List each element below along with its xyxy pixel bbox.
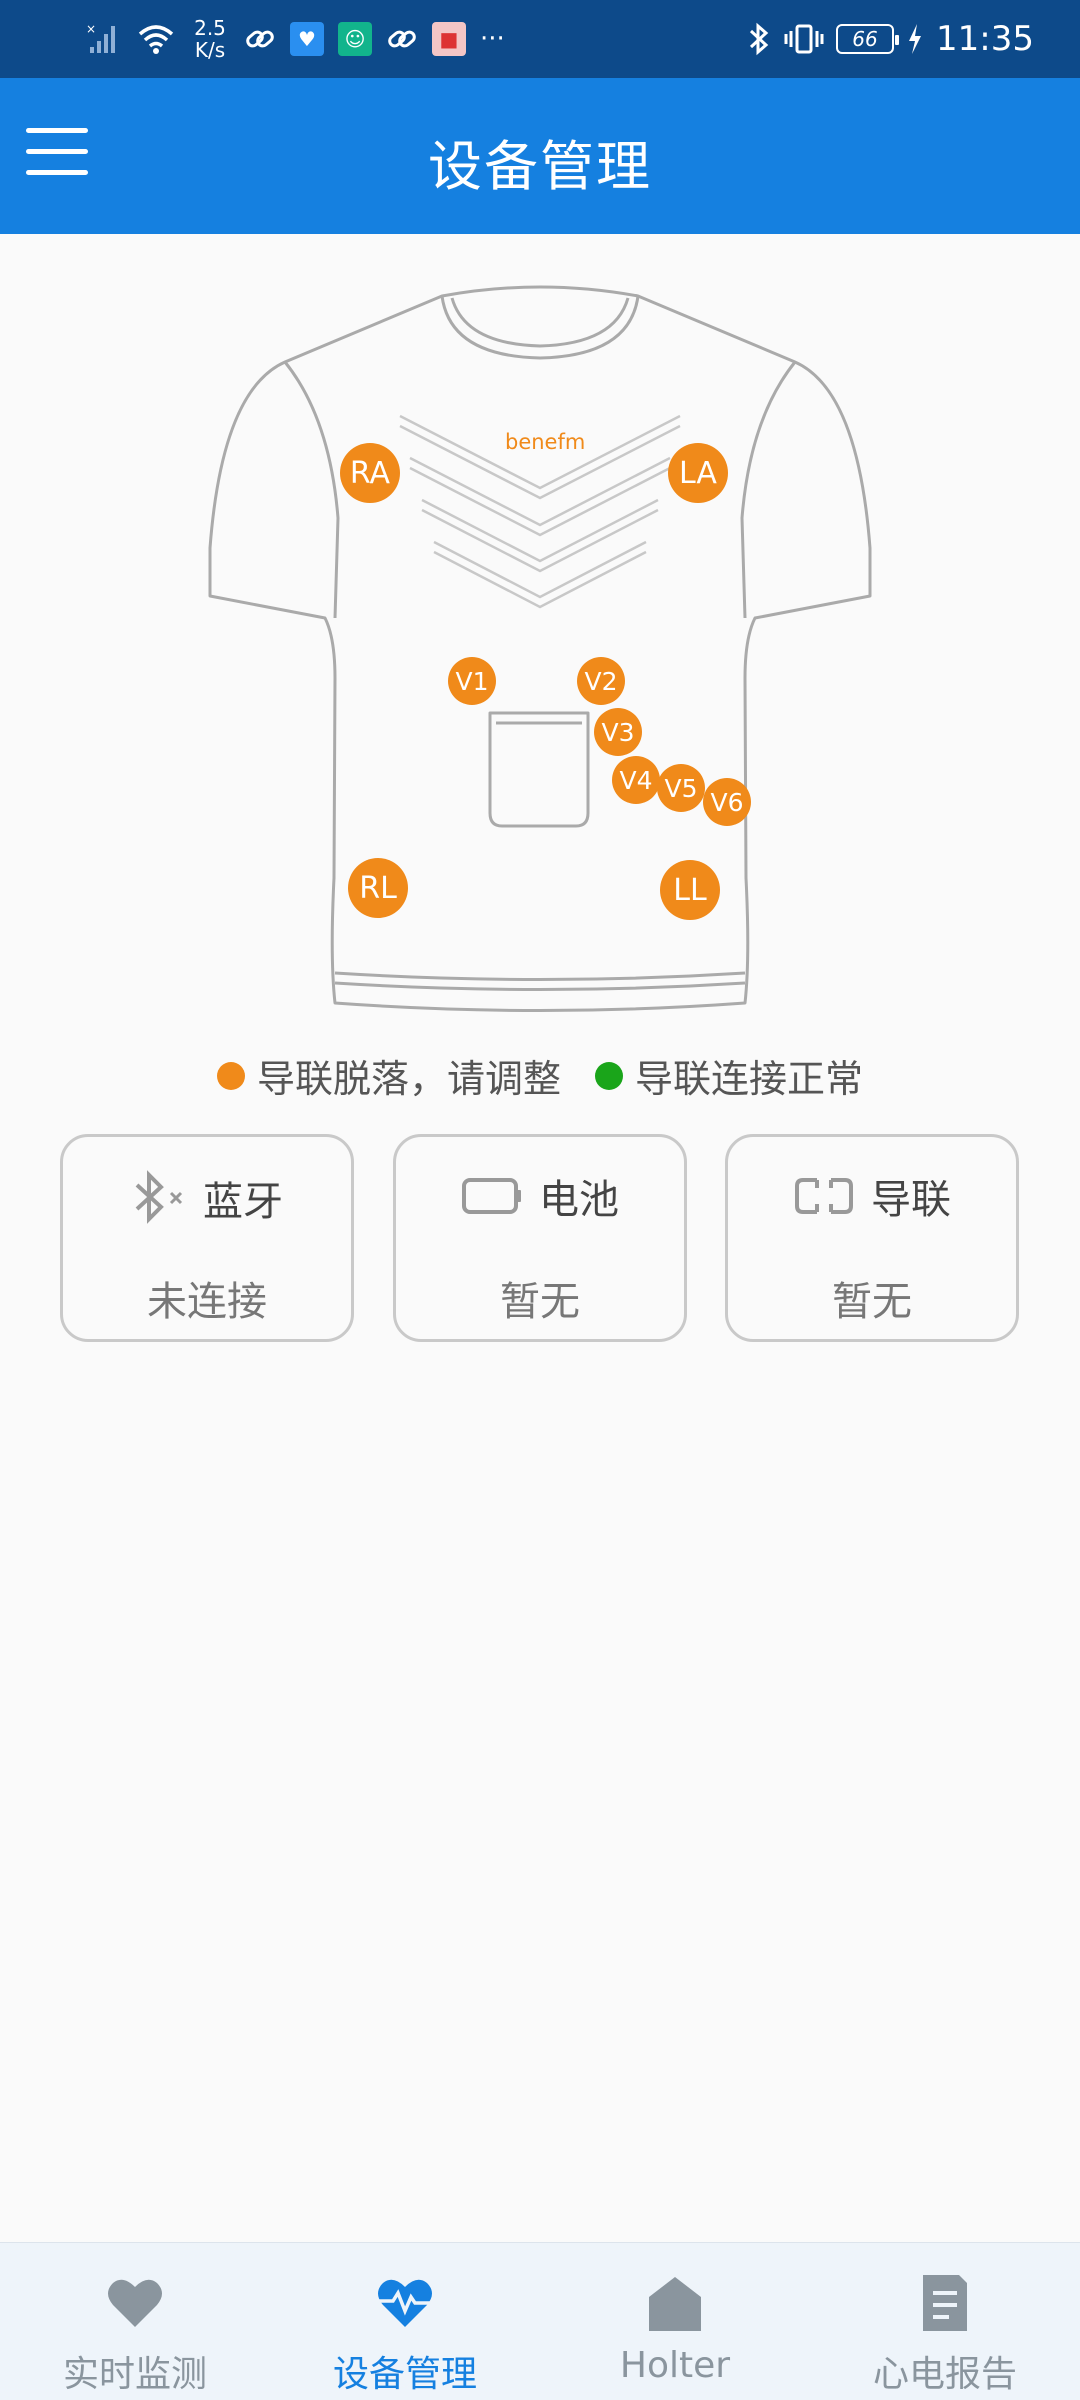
legend-lead-ok-label: 导联连接正常 (635, 1057, 864, 1101)
network-speed-value: 2.5 (194, 16, 226, 40)
nav-label-ecg-report: 心电报告 (872, 2354, 1017, 2395)
nav-item-ecg-report[interactable]: 心电报告 (810, 2243, 1080, 2400)
status-right: 66 11:35 (746, 0, 1034, 78)
lead-v6: V6 (703, 778, 751, 826)
lead-card[interactable]: 导联 暂无 (725, 1134, 1019, 1342)
page-title: 设备管理 (428, 135, 652, 198)
lead-status-value: 暂无 (832, 1279, 912, 1325)
electrode-shirt-diagram: benefm RA LA V1 V2 V3 V4 V5 V6 RL LL (190, 278, 890, 1018)
clock: 11:35 (936, 19, 1034, 59)
heart-icon (108, 2279, 162, 2327)
orange-dot-icon (216, 1061, 245, 1090)
nav-label-realtime-monitor: 实时监测 (62, 2354, 207, 2395)
lead-legend: 导联脱落，请调整 导联连接正常 (0, 1048, 1080, 1103)
more-notifications-icon: ··· (480, 24, 505, 54)
link-icon (246, 30, 274, 48)
nav-item-holter[interactable]: Holter (540, 2243, 810, 2400)
legend-lead-off-label: 导联脱落，请调整 (256, 1057, 561, 1101)
bluetooth-card-header: 蓝牙 (63, 1167, 351, 1229)
vibrate-icon (784, 24, 824, 54)
battery-card-header: 电池 (396, 1167, 684, 1225)
app-notification-icon-blue: ♥ (290, 22, 324, 56)
nav-item-realtime-monitor[interactable]: 实时监测 (0, 2243, 270, 2400)
legend-item-lead-off: 导联脱落，请调整 (216, 1048, 561, 1103)
battery-icon (462, 1178, 521, 1214)
link-icon-2 (388, 30, 416, 48)
lead-card-header: 导联 (728, 1167, 1016, 1225)
lead-v4: V4 (612, 756, 660, 804)
battery-status-value: 暂无 (500, 1279, 580, 1325)
status-bar: × 2.5 K/s ♥ ☺ ■ ··· (0, 0, 1080, 78)
signal-icon: × (86, 22, 115, 53)
report-icon (923, 2275, 967, 2331)
lead-ra: RA (340, 443, 400, 503)
heart-pulse-icon (377, 2279, 433, 2327)
status-left: × 2.5 K/s ♥ ☺ ■ ··· (86, 0, 505, 78)
home-icon (649, 2277, 701, 2331)
lead-v5: V5 (657, 764, 705, 812)
battery-card[interactable]: 电池 暂无 (393, 1134, 687, 1342)
bluetooth-card-title: 蓝牙 (203, 1179, 283, 1225)
brand-logo: benefm (505, 430, 586, 454)
bottom-navigation: 实时监测 设备管理 Holter 心电报告 (0, 2242, 1080, 2400)
svg-text:×: × (86, 22, 96, 36)
bluetooth-icon (749, 22, 769, 56)
network-speed-unit: K/s (194, 38, 226, 62)
menu-button[interactable] (26, 128, 88, 184)
wifi-icon (138, 25, 174, 54)
lead-v2: V2 (577, 657, 625, 705)
nav-item-device-management[interactable]: 设备管理 (270, 2243, 540, 2400)
app-bar: 设备管理 (0, 78, 1080, 234)
bluetooth-off-icon (135, 1170, 183, 1224)
green-dot-icon (595, 1061, 623, 1090)
app-notification-icon-green: ☺ (338, 22, 372, 56)
nav-label-device-management: 设备管理 (332, 2354, 477, 2395)
lead-card-title: 导联 (871, 1177, 951, 1223)
lead-icon (795, 1178, 853, 1214)
nav-label-holter: Holter (619, 2345, 731, 2386)
menu-icon (26, 128, 88, 133)
lead-la: LA (668, 443, 728, 503)
shirt-outline (208, 285, 872, 1012)
bluetooth-status-value: 未连接 (147, 1279, 267, 1325)
battery-card-title: 电池 (539, 1177, 619, 1223)
menu-icon-line (26, 149, 88, 154)
lead-v1: V1 (448, 657, 496, 705)
menu-icon-line (26, 170, 88, 175)
lead-ll: LL (660, 860, 720, 920)
charging-icon (909, 24, 922, 54)
battery-indicator: 66 (836, 24, 900, 54)
network-speed: 2.5 K/s (190, 17, 230, 61)
app-notification-icon-red: ■ (432, 22, 466, 56)
lead-v3: V3 (594, 708, 642, 756)
lead-rl: RL (348, 858, 408, 918)
legend-item-lead-ok: 导联连接正常 (595, 1048, 863, 1103)
bluetooth-card[interactable]: 蓝牙 未连接 (60, 1134, 354, 1342)
